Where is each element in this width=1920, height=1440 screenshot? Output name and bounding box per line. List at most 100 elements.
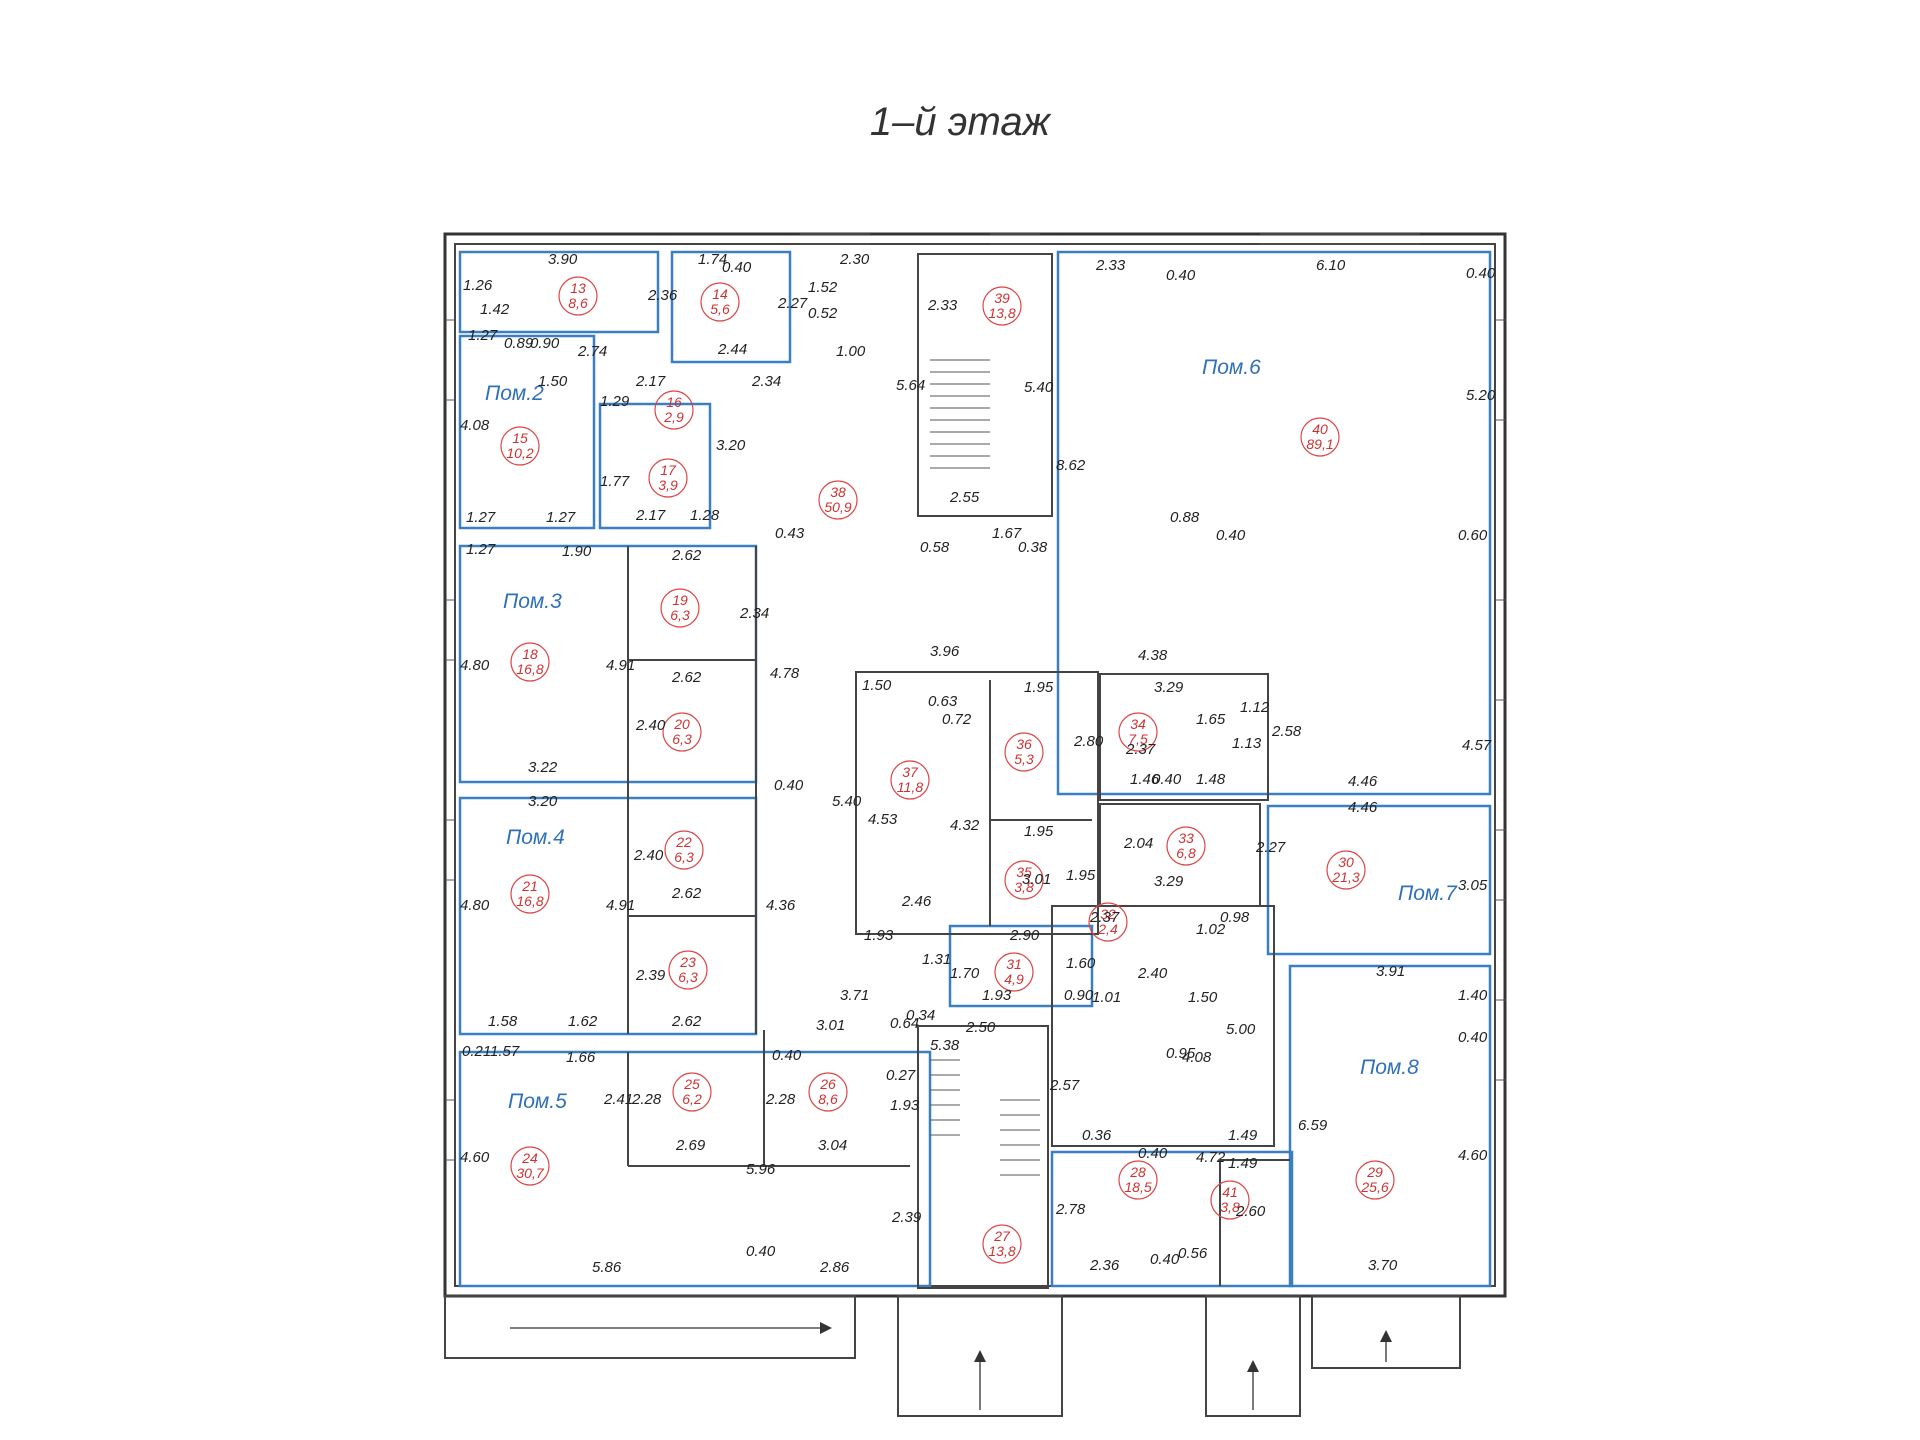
dimension-label: 2.39 [635, 967, 666, 984]
dimension-label: 1.60 [1066, 955, 1096, 972]
dimension-label: 1.49 [1228, 1127, 1258, 1144]
room-area: 2,4 [1097, 921, 1118, 937]
dimension-label: 0.40 [772, 1047, 802, 1064]
dimension-label: 5.86 [592, 1259, 622, 1276]
dimension-label: 1.02 [1196, 921, 1226, 938]
dimension-label: 0.40 [1216, 527, 1246, 544]
room-marker: 336,8 [1166, 826, 1206, 866]
dimension-label: 3.22 [528, 759, 558, 776]
room-number: 37 [902, 764, 919, 780]
dimension-label: 0.52 [808, 305, 838, 322]
dimension-label: 1.50 [538, 373, 568, 390]
room-area: 21,3 [1331, 869, 1359, 885]
room-circle [664, 830, 704, 870]
room-marker: 145,6 [700, 282, 740, 322]
room-marker: 256,2 [672, 1072, 712, 1112]
dimension-label: 2.62 [671, 1013, 702, 1030]
room-marker: 206,3 [662, 712, 702, 752]
dimension-label: 1.01 [1092, 989, 1121, 1006]
dimension-label: 4.91 [606, 897, 635, 914]
room-marker: 347,5 [1118, 712, 1158, 752]
room-circle [500, 426, 540, 466]
dimension-label: 0.21 [462, 1043, 491, 1060]
room-area: 7,5 [1128, 731, 1148, 747]
dimension-label: 1.95 [1066, 867, 1096, 884]
dimension-label: 3.71 [840, 987, 869, 1004]
dimension-label: 1.90 [562, 543, 592, 560]
room-number: 19 [672, 592, 688, 608]
room-circle [1004, 860, 1044, 900]
dimension-label: 6.59 [1298, 1117, 1328, 1134]
dimension-label: 2.27 [1255, 839, 1286, 856]
room-area: 18,5 [1124, 1179, 1151, 1195]
dimension-label: 2.28 [631, 1091, 662, 1108]
room-circle [668, 950, 708, 990]
dimension-label: 4.72 [1196, 1149, 1226, 1166]
dimension-label: 1.31 [922, 951, 951, 968]
dimension-label: 3.70 [1368, 1257, 1398, 1274]
dimension-label: 0.64 [890, 1015, 919, 1032]
dimension-label: 2.58 [1271, 723, 1302, 740]
dimension-label: 4.46 [1348, 799, 1378, 816]
room-circle [1326, 850, 1366, 890]
floor-plan-title: 1–й этаж [869, 100, 1051, 144]
room-area: 3,8 [1014, 879, 1034, 895]
room-area: 6,3 [672, 731, 692, 747]
room-number: 21 [521, 878, 538, 894]
dimension-label: 0.34 [906, 1007, 935, 1024]
zone-label: Пом.4 [506, 826, 565, 849]
room-number: 22 [675, 834, 692, 850]
dimension-label: 1.12 [1240, 699, 1270, 716]
room-area: 13,8 [988, 305, 1015, 321]
dimension-label: 0.60 [1458, 527, 1488, 544]
room-area: 6,8 [1176, 845, 1196, 861]
room-circle [1118, 1160, 1158, 1200]
room-number: 23 [679, 954, 696, 970]
room-number: 39 [994, 290, 1010, 306]
dimension-label: 1.00 [836, 343, 866, 360]
room-number: 28 [1129, 1164, 1146, 1180]
room-area: 3,9 [658, 477, 678, 493]
room-area: 6,2 [682, 1091, 702, 1107]
dimension-label: 4.60 [460, 1149, 490, 1166]
room-marker: 314,9 [994, 952, 1034, 992]
room-marker: 226,3 [664, 830, 704, 870]
room-area: 16,8 [516, 893, 543, 909]
dimension-label: 1.49 [1228, 1155, 1258, 1172]
dimension-label: 2.55 [949, 489, 980, 506]
dimension-label: 3.01 [816, 1017, 845, 1034]
room-circle [818, 480, 858, 520]
room-circle [982, 1224, 1022, 1264]
dimension-label: 0.27 [886, 1067, 916, 1084]
dimension-label: 1.48 [1196, 771, 1226, 788]
dimension-label: 2.17 [635, 373, 666, 390]
dimension-label: 4.80 [460, 657, 490, 674]
dimension-label: 2.34 [751, 373, 781, 390]
dimension-label: 4.38 [1138, 647, 1168, 664]
dimension-label: 2.69 [675, 1137, 706, 1154]
room-area: 13,8 [988, 1243, 1015, 1259]
zone-label: Пом.6 [1202, 356, 1261, 379]
dimension-label: 0.56 [1178, 1245, 1208, 1262]
zone-label: Пом.3 [503, 590, 562, 613]
room-circle [660, 588, 700, 628]
dimension-label: 2.90 [1009, 927, 1040, 944]
dimension-label: 6.10 [1316, 257, 1346, 274]
room-number: 16 [666, 394, 682, 410]
room-number: 31 [1006, 956, 1022, 972]
dimension-label: 0.72 [942, 711, 972, 728]
room-circle [662, 712, 702, 752]
room-area: 8,6 [568, 295, 588, 311]
dimension-label: 0.40 [722, 259, 752, 276]
room-markers: 138,6145,61510,2162,9173,91816,8196,3206… [500, 276, 1395, 1264]
dimension-label: 0.58 [920, 539, 950, 556]
dimension-label: 2.74 [577, 343, 607, 360]
room-circle [1088, 902, 1128, 942]
dimension-label: 3.29 [1154, 873, 1184, 890]
room-area: 5,6 [710, 301, 730, 317]
dimension-label: 0.40 [1166, 267, 1196, 284]
